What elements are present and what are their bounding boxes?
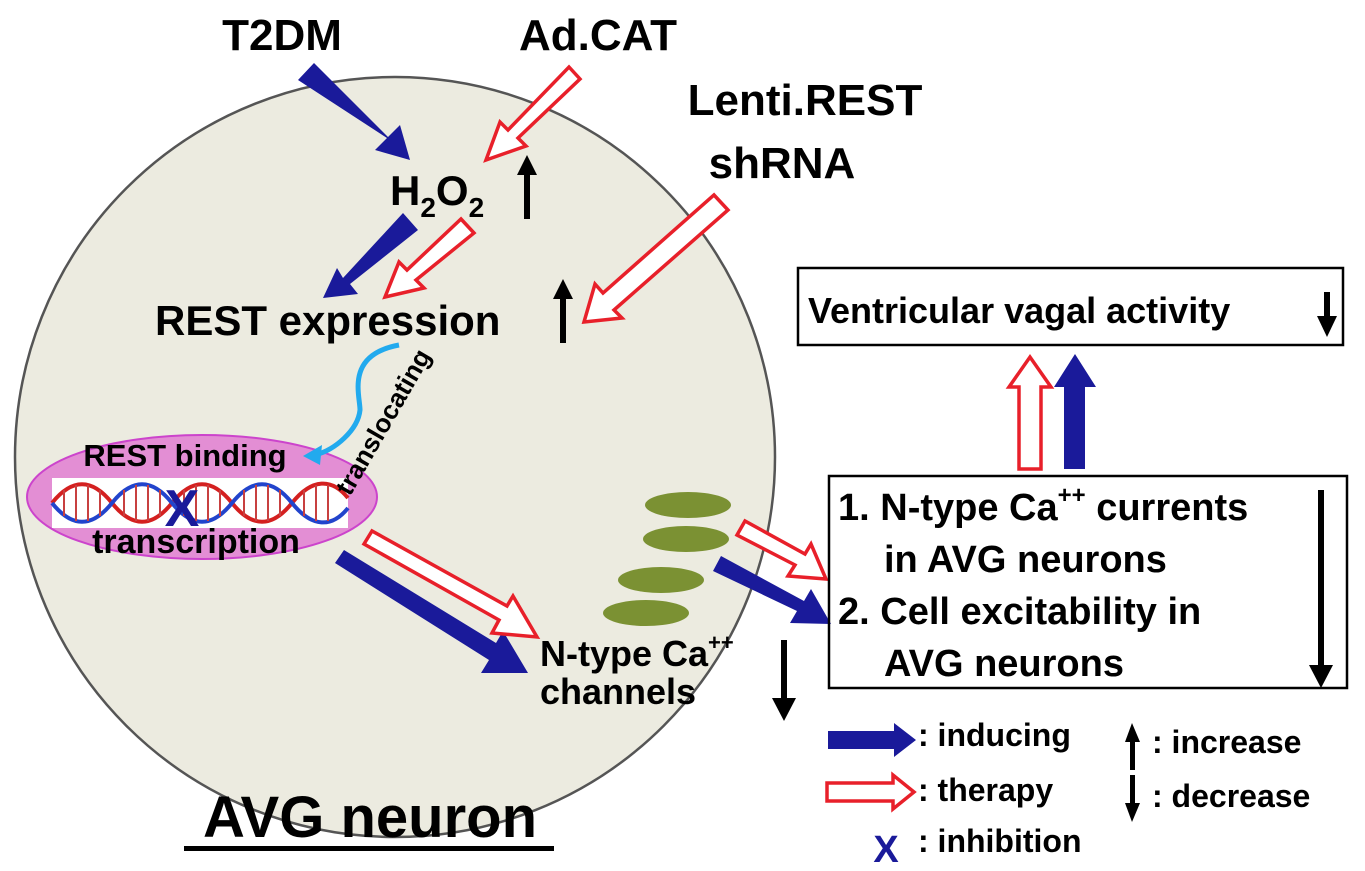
adcat-label: Ad.CAT bbox=[519, 11, 677, 60]
transcription-label: transcription bbox=[92, 523, 300, 561]
rest-expression-label: REST expression bbox=[155, 297, 500, 344]
t2dm-label: T2DM bbox=[222, 11, 342, 60]
therapy-arrow-adcat-to-h2o2 bbox=[483, 64, 583, 163]
therapy-arrow-channels-to-effects bbox=[734, 518, 829, 581]
effect-2-line1: 2. Cell excitability in bbox=[838, 591, 1201, 633]
rest-binding-label: REST binding bbox=[83, 438, 286, 473]
inducing-arrow-up-to-vagal bbox=[1054, 354, 1096, 469]
effects-decrease-arrow-icon bbox=[1309, 490, 1333, 688]
legend: : inducing : therapy X : inhibition : in… bbox=[825, 717, 1310, 871]
inducing-arrow-h2o2-to-rest bbox=[323, 213, 418, 298]
ntype-channels-label: N-type Ca++ bbox=[540, 630, 734, 674]
h2o2-increase-arrow-icon bbox=[517, 155, 537, 219]
effect-1-line1: 1. N-type Ca++ currents bbox=[838, 482, 1248, 529]
inducing-arrow-channels-to-effects bbox=[713, 556, 831, 624]
legend-inhibition-label: : inhibition bbox=[918, 823, 1082, 859]
change-arrows bbox=[517, 155, 1337, 721]
legend-inhibition-x-icon: X bbox=[873, 829, 899, 871]
avg-neuron-title: AVG neuron bbox=[203, 785, 537, 850]
vagal-activity-box bbox=[796, 266, 1345, 347]
therapy-arrow-h2o2-to-rest bbox=[382, 216, 477, 300]
dna-helix-icon bbox=[50, 478, 350, 528]
rest-increase-arrow-icon bbox=[553, 279, 573, 343]
h2o2-label: H2O2 bbox=[390, 167, 484, 223]
effect-1-line2: in AVG neurons bbox=[884, 539, 1167, 581]
shrna-label: shRNA bbox=[709, 139, 856, 188]
inducing-arrow-t2dm-to-h2o2 bbox=[298, 63, 410, 160]
translocating-arrow bbox=[303, 342, 400, 465]
therapy-arrow-lenti-to-rest bbox=[581, 192, 731, 325]
avg-neuron-underline bbox=[184, 846, 554, 851]
therapy-arrow-up-to-vagal bbox=[1005, 353, 1055, 471]
vagal-decrease-arrow-icon bbox=[1317, 292, 1337, 337]
therapy-arrow-nucleus-to-channels bbox=[361, 528, 541, 640]
legend-inducing-arrow-icon bbox=[828, 723, 916, 757]
legend-decrease-label: : decrease bbox=[1152, 778, 1310, 814]
inhibition-mark-icon: X bbox=[165, 480, 200, 538]
effect-2-line2: AVG neurons bbox=[884, 643, 1124, 685]
ion-channel-icon bbox=[603, 492, 731, 626]
vagal-activity-label: Ventricular vagal activity bbox=[808, 290, 1230, 331]
legend-increase-arrow-icon bbox=[1125, 723, 1140, 770]
legend-inducing-label: : inducing bbox=[918, 717, 1071, 753]
legend-increase-label: : increase bbox=[1152, 724, 1301, 760]
cell-body bbox=[13, 75, 777, 839]
legend-decrease-arrow-icon bbox=[1125, 775, 1140, 822]
inducing-arrow-nucleus-to-channels bbox=[335, 550, 528, 673]
therapy-arrows bbox=[361, 64, 1055, 640]
channels-label: channels bbox=[540, 671, 696, 712]
legend-therapy-label: : therapy bbox=[918, 772, 1053, 808]
effects-box bbox=[827, 474, 1349, 690]
lenti-rest-label: Lenti.REST bbox=[688, 76, 923, 125]
legend-therapy-arrow-icon bbox=[825, 771, 917, 813]
inducing-arrows bbox=[298, 63, 1096, 673]
channels-decrease-arrow-icon bbox=[772, 640, 796, 721]
